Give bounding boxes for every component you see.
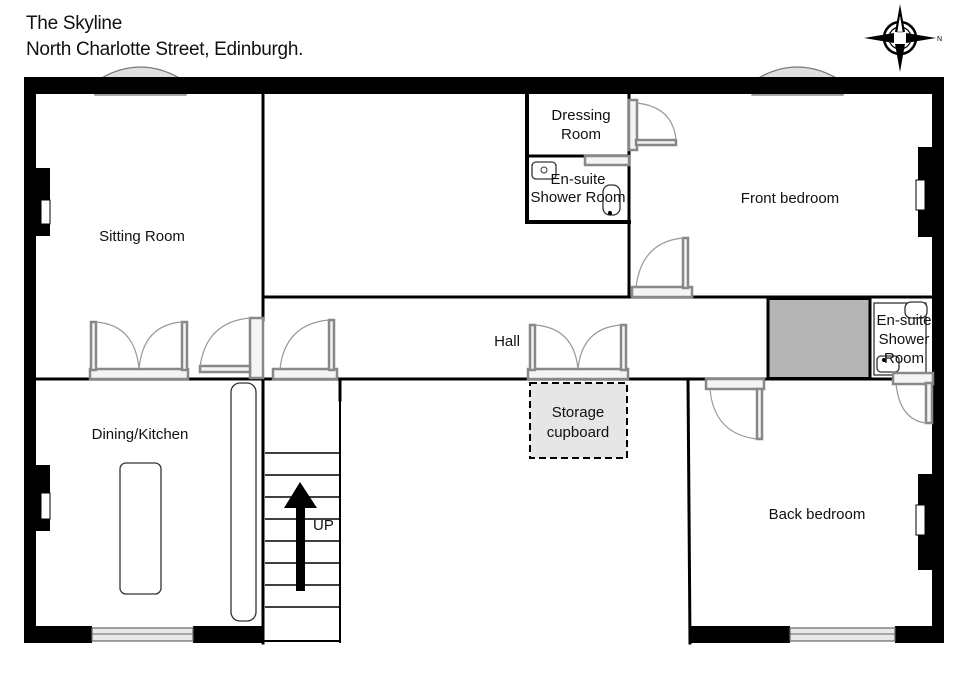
kitchen-island xyxy=(119,462,162,595)
label-storage-line1: Storage xyxy=(552,404,605,421)
ensuite-fixtures-2 xyxy=(873,301,928,376)
label-hall: Hall xyxy=(494,333,520,350)
label-dining-kitchen: Dining/Kitchen xyxy=(92,426,189,443)
windows xyxy=(91,627,896,642)
label-ensuite-1-line1: En-suite xyxy=(550,171,605,188)
label-back-bedroom: Back bedroom xyxy=(769,506,866,523)
staircase xyxy=(263,379,341,643)
label-ensuite-2-line3: Room xyxy=(884,350,924,367)
ensuite-fixtures-1 xyxy=(531,161,621,216)
label-front-bedroom: Front bedroom xyxy=(741,190,839,207)
label-dressing-room-line2: Room xyxy=(561,126,601,143)
label-ensuite-1-line2: Shower Room xyxy=(530,189,625,206)
outer-walls xyxy=(24,77,944,643)
fireplace-icons xyxy=(40,179,926,536)
plan-address: North Charlotte Street, Edinburgh. xyxy=(26,39,304,60)
label-dressing-room-line1: Dressing xyxy=(551,107,610,124)
label-storage-line2: cupboard xyxy=(547,424,610,441)
kitchen-counter xyxy=(230,382,257,622)
label-sitting-room: Sitting Room xyxy=(99,228,185,245)
label-stairs-up: UP xyxy=(313,517,334,534)
label-ensuite-2-line1: En-suite xyxy=(876,312,931,329)
void-area xyxy=(767,298,871,379)
arrow-up-icon xyxy=(284,482,317,591)
plan-title: The Skyline xyxy=(26,13,122,34)
label-ensuite-2-line2: Shower xyxy=(879,331,930,348)
doors xyxy=(88,98,935,441)
compass-icon: N xyxy=(864,4,942,72)
compass-north-label: N xyxy=(937,36,942,43)
storage-cupboard xyxy=(529,382,628,459)
